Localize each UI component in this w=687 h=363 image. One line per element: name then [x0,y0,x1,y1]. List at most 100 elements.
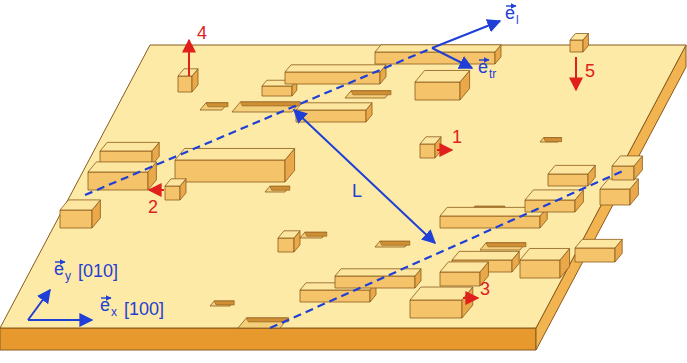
block-front [175,160,285,182]
block-top [612,156,642,166]
block-front [600,189,630,205]
pit-wall [380,241,410,245]
island-block [600,179,638,205]
distance-arrow [294,110,435,243]
vector-label: e [478,58,488,76]
block-top [88,162,156,172]
surface-pit [345,91,391,98]
block-front [410,300,462,318]
block-top [570,34,588,40]
block-front [440,272,480,286]
vector-label: [010] [78,262,118,280]
block-top [285,65,386,72]
block-top [440,262,488,272]
block-top [296,103,372,110]
guide-lines [28,21,625,328]
pit-wall [351,91,391,95]
pit-floor [300,232,327,238]
island-block [410,287,473,318]
motion-arrow [463,297,478,299]
pit-wall [206,103,228,107]
etr-vector [432,48,472,68]
vector-label: e [54,260,64,278]
block-top [415,70,470,82]
block-front [88,172,148,190]
block-front [520,260,560,278]
island-block [278,231,300,252]
block-top [525,190,583,200]
step-edge-line [270,170,625,328]
callout-number: 5 [585,62,595,80]
island-block [575,239,622,262]
island-block [612,156,642,180]
block-front [296,110,366,122]
ex-axis [28,319,92,321]
pit-floor [210,301,234,306]
surface-pit [238,318,288,328]
callout-number: 4 [197,24,207,42]
vector-label: L [352,182,362,200]
island-block [60,200,100,228]
vector-label: x [111,306,117,318]
block-top [548,165,595,174]
block-front [278,238,294,252]
block-front [548,174,588,186]
island-block [335,269,421,288]
block-top [575,239,622,248]
vector-label: tr [489,68,496,80]
vector-label: [100] [124,300,164,318]
slab-front [0,328,536,350]
block-top [452,251,519,260]
block-front [60,210,92,228]
pit-wall [486,243,526,247]
island-block [570,34,588,52]
islands-and-pits [60,34,642,328]
el-vector [432,21,500,48]
pit-wall [305,232,327,236]
callout-number: 2 [148,198,158,216]
slab-top [0,45,686,328]
block-top [278,231,300,238]
block-front [262,86,292,96]
vector-label: e [505,4,515,22]
motion-arrow [437,149,452,151]
callout-number: 3 [480,280,490,298]
block-front [420,144,435,158]
block-front [440,216,540,228]
surface-pit [210,301,234,306]
island-block [88,162,156,190]
surface-pit [200,103,228,110]
block-front [375,52,495,64]
surface-pit [300,232,327,238]
block-front [165,186,180,200]
island-block [415,70,470,100]
pit-floor [265,186,290,192]
pit-wall [214,301,234,305]
vector-marks [55,6,516,298]
block-front [178,76,192,92]
block-top [520,248,570,260]
block-front [612,166,634,180]
vector-label: y [65,270,71,282]
surface-pit [480,243,526,250]
pit-wall [544,138,562,142]
pit-floor [238,318,288,328]
surface-pit [265,186,290,192]
block-top [60,200,100,210]
block-top [165,179,186,186]
pit-wall [270,186,290,190]
block-top [420,137,441,144]
pit-wall [240,102,300,106]
island-block [296,103,372,122]
block-top [335,269,421,276]
motion-arrow [575,57,577,90]
block-front [570,40,583,52]
island-block [175,148,295,182]
ey-axis [28,290,50,320]
motion-arrow [188,40,190,76]
island-block [525,190,583,212]
pit-floor [375,241,410,247]
island-block [520,248,570,278]
callout-number: 1 [452,128,462,146]
